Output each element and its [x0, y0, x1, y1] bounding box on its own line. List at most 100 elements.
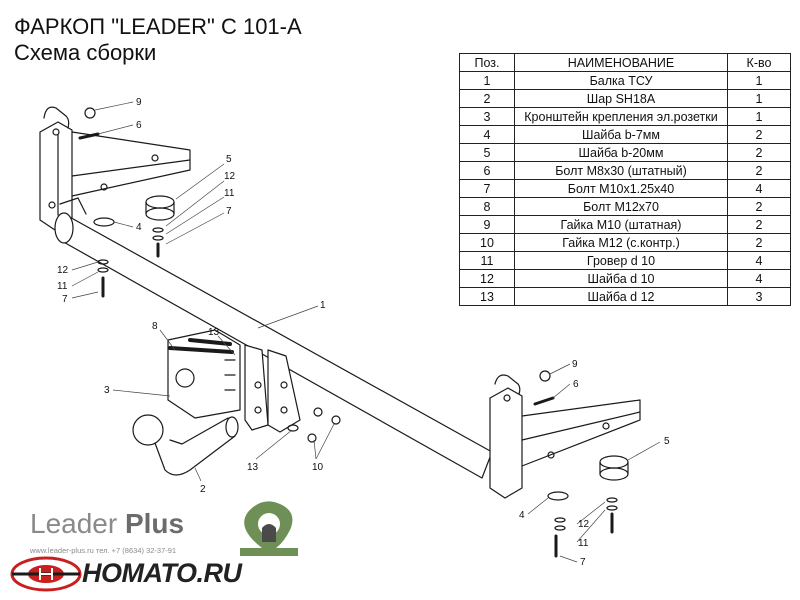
cell-name: Гайка М10 (штатная) — [514, 215, 728, 234]
shop-name: HOMATO.RU — [82, 558, 242, 588]
cell-pos: 10 — [459, 233, 515, 252]
callout-7-right: 7 — [580, 557, 586, 568]
towball — [132, 414, 239, 476]
left-bracket — [39, 106, 191, 231]
callout-7-top: 7 — [226, 206, 232, 217]
cell-pos: 3 — [459, 107, 515, 126]
title: ФАРКОП "LEADER" С 101-А Схема сборки — [14, 14, 302, 66]
callout-13-lower: 13 — [247, 462, 259, 473]
cell-name: Шайба d 10 — [514, 269, 728, 288]
cell-name: Гайка М12 (с.контр.) — [514, 233, 728, 252]
callouts: 9 6 5 12 11 7 4 12 11 7 1 8 13 3 2 13 10… — [57, 97, 670, 568]
cell-qty: 4 — [727, 269, 791, 288]
cell-pos: 4 — [459, 125, 515, 144]
leader-lines — [71, 101, 661, 563]
cell-pos: 7 — [459, 179, 515, 198]
callout-10: 10 — [312, 462, 324, 473]
right-bracket — [489, 374, 641, 499]
leader-plus-omega-logo — [240, 501, 298, 556]
homato-wheel-logo — [10, 556, 82, 592]
cell-pos: 5 — [459, 143, 515, 162]
cell-qty: 4 — [727, 179, 791, 198]
col-position: Поз. — [459, 53, 515, 72]
callout-5-top: 5 — [226, 154, 232, 165]
main-beam — [54, 197, 493, 479]
cell-qty: 2 — [727, 143, 791, 162]
callout-9-right: 9 — [572, 359, 578, 370]
col-quantity: К-во — [727, 53, 791, 72]
cell-name: Шар SH18A — [514, 89, 728, 108]
cell-pos: 11 — [459, 251, 515, 270]
cell-qty: 1 — [727, 107, 791, 126]
title-line-2: Схема сборки — [14, 40, 157, 65]
cell-pos: 2 — [459, 89, 515, 108]
callout-11-right: 11 — [578, 538, 589, 549]
callout-8: 8 — [152, 321, 158, 332]
cell-qty: 2 — [727, 197, 791, 216]
cell-qty: 4 — [727, 251, 791, 270]
callout-11-top: 11 — [224, 188, 235, 199]
callout-13-upper: 13 — [208, 327, 220, 338]
middle-fasteners — [287, 407, 341, 443]
callout-5-right: 5 — [664, 436, 670, 447]
cell-name: Болт М8х30 (штатный) — [514, 161, 728, 180]
cell-name: Шайба b-20мм — [514, 143, 728, 162]
right-fasteners — [533, 370, 629, 558]
cell-name: Болт М12х70 — [514, 197, 728, 216]
bolt-8 — [168, 338, 234, 354]
cell-name: Шайба b-7мм — [514, 125, 728, 144]
hitch-plates — [244, 344, 301, 433]
cell-qty: 3 — [727, 287, 791, 306]
cell-qty: 2 — [727, 233, 791, 252]
callout-12-right: 12 — [578, 519, 590, 530]
cell-name: Гровер d 10 — [514, 251, 728, 270]
cell-name: Балка ТСУ — [514, 71, 728, 90]
cell-qty: 2 — [727, 125, 791, 144]
cell-qty: 2 — [727, 215, 791, 234]
callout-12-left: 12 — [57, 265, 69, 276]
cell-name: Кронштейн крепления эл.розетки — [514, 107, 728, 126]
brand-plain: Leader — [30, 508, 118, 539]
cell-pos: 1 — [459, 71, 515, 90]
callout-11-left: 11 — [57, 281, 68, 292]
callout-6-top: 6 — [136, 120, 142, 131]
cell-pos: 13 — [459, 287, 515, 306]
cell-pos: 12 — [459, 269, 515, 288]
callout-9-top: 9 — [136, 97, 142, 108]
callout-7-left: 7 — [62, 294, 68, 305]
cell-pos: 9 — [459, 215, 515, 234]
contact-line: www.leader-plus.ru тел. +7 (8634) 32-37-… — [30, 546, 177, 555]
parts-table-header: Поз. НАИМЕНОВАНИЕ К-во — [459, 53, 791, 72]
cell-qty: 1 — [727, 89, 791, 108]
callout-12-top: 12 — [224, 171, 236, 182]
col-name: НАИМЕНОВАНИЕ — [514, 53, 728, 72]
callout-3: 3 — [104, 385, 110, 396]
cell-pos: 8 — [459, 197, 515, 216]
callout-4-top: 4 — [136, 222, 142, 233]
cell-pos: 6 — [459, 161, 515, 180]
cell-qty: 2 — [727, 161, 791, 180]
callout-6-right: 6 — [573, 379, 579, 390]
callout-2: 2 — [200, 484, 206, 495]
brand-bold: Plus — [124, 508, 185, 539]
brand-name: Leader Plus — [30, 508, 184, 540]
title-line-1: ФАРКОП "LEADER" С 101-А — [14, 14, 302, 39]
callout-4-right: 4 — [519, 510, 525, 521]
callout-1: 1 — [320, 300, 326, 311]
cell-name: Шайба d 12 — [514, 287, 728, 306]
cell-qty: 1 — [727, 71, 791, 90]
